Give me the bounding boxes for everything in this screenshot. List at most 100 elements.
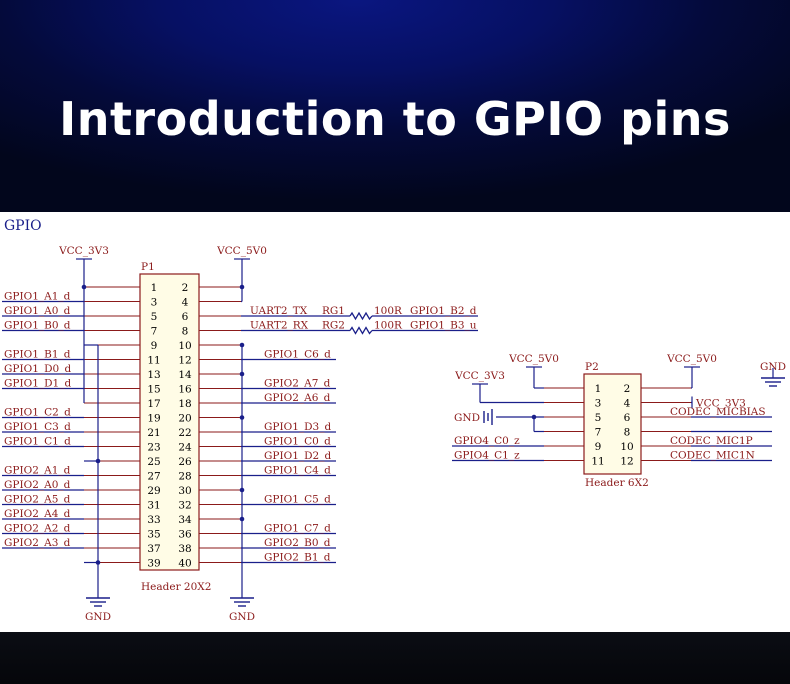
pin-number: 10 bbox=[178, 340, 191, 352]
pin-number: 24 bbox=[178, 442, 192, 454]
net-label: GPIO1_D1_d bbox=[4, 378, 71, 390]
net-label: RG1 bbox=[322, 305, 345, 317]
pin-number: 20 bbox=[178, 413, 191, 425]
net-label: GPIO2_A3_d bbox=[4, 537, 71, 549]
pin-number: 23 bbox=[147, 442, 160, 454]
net-label: GPIO1_C7_d bbox=[264, 523, 331, 535]
net-label: GPIO2_A5_d bbox=[4, 494, 71, 506]
pin-number: 9 bbox=[595, 441, 602, 453]
power-label: VCC_3V3 bbox=[695, 398, 746, 410]
net-label: GPIO1_A1_d bbox=[4, 291, 71, 303]
power-label: VCC_5V0 bbox=[508, 353, 559, 365]
pin-number: 5 bbox=[595, 412, 602, 424]
net-label: CODEC_MIC1N bbox=[670, 450, 755, 462]
page-title: Introduction to GPIO pins bbox=[59, 92, 731, 146]
power-label: VCC_3V3 bbox=[454, 370, 505, 382]
gnd-label: GND bbox=[85, 611, 111, 623]
junction-dot bbox=[81, 284, 87, 290]
net-label: GPIO4_C1_z bbox=[454, 450, 520, 462]
pin-number: 34 bbox=[178, 514, 192, 526]
pin-number: 4 bbox=[182, 297, 189, 309]
net-label: GPIO1_D3_d bbox=[264, 421, 331, 433]
pin-number: 22 bbox=[178, 427, 191, 439]
pin-number: 5 bbox=[151, 311, 158, 323]
net-label: GPIO1_B2_d bbox=[410, 305, 477, 317]
net-label: GPIO1_C5_d bbox=[264, 494, 331, 506]
section-label: GPIO bbox=[4, 218, 42, 234]
pin-number: 13 bbox=[147, 369, 160, 381]
footer-bar bbox=[0, 632, 790, 684]
net-label: CODEC_MICBIAS bbox=[670, 406, 766, 418]
pin-number: 18 bbox=[178, 398, 191, 410]
net-label: GPIO1_C1_d bbox=[4, 436, 71, 448]
pin-number: 40 bbox=[178, 558, 191, 570]
pin-number: 3 bbox=[151, 297, 158, 309]
pin-number: 7 bbox=[595, 427, 602, 439]
pin-number: 15 bbox=[147, 384, 160, 396]
junction-dot bbox=[531, 414, 537, 420]
net-label: GPIO1_C2_d bbox=[4, 407, 71, 419]
pin-number: 16 bbox=[178, 384, 192, 396]
title-banner: Introduction to GPIO pins bbox=[0, 0, 790, 212]
net-label: GPIO1_C6_d bbox=[264, 349, 331, 361]
pin-number: 25 bbox=[147, 456, 160, 468]
pin-number: 21 bbox=[147, 427, 160, 439]
pin-number: 35 bbox=[147, 529, 160, 541]
net-label: 100R bbox=[374, 305, 403, 317]
pin-number: 9 bbox=[151, 340, 158, 352]
pin-number: 37 bbox=[147, 543, 160, 555]
pin-number: 36 bbox=[178, 529, 192, 541]
pin-number: 14 bbox=[178, 369, 192, 381]
gnd-label: GND bbox=[454, 412, 480, 424]
net-label: GPIO2_B1_d bbox=[264, 552, 331, 564]
gnd-label: GND bbox=[760, 361, 786, 373]
pin-number: 12 bbox=[620, 456, 633, 468]
pin-number: 33 bbox=[147, 514, 160, 526]
pin-number: 19 bbox=[147, 413, 160, 425]
net-label: GPIO2_A1_d bbox=[4, 465, 71, 477]
net-label: RG2 bbox=[322, 320, 345, 332]
pin-number: 1 bbox=[151, 282, 158, 294]
resistor bbox=[349, 311, 373, 321]
pin-number: 11 bbox=[147, 355, 160, 367]
junction-dot bbox=[239, 284, 245, 290]
pin-number: 6 bbox=[624, 412, 631, 424]
resistor bbox=[349, 326, 373, 335]
p2-footprint: Header 6X2 bbox=[585, 477, 649, 489]
pin-number: 4 bbox=[624, 398, 631, 410]
net-label: GPIO1_B0_d bbox=[4, 320, 71, 332]
p1-footprint: Header 20X2 bbox=[141, 581, 211, 593]
pin-number: 8 bbox=[182, 326, 189, 338]
net-label: GPIO1_C0_d bbox=[264, 436, 331, 448]
net-label: GPIO1_D0_d bbox=[4, 363, 71, 375]
power-label: VCC_5V0 bbox=[666, 353, 717, 365]
net-label: GPIO1_D2_d bbox=[264, 450, 331, 462]
gnd-label: GND bbox=[229, 611, 255, 623]
net-label: GPIO1_C3_d bbox=[4, 421, 71, 433]
pin-number: 12 bbox=[178, 355, 191, 367]
pin-number: 26 bbox=[178, 456, 192, 468]
power-label: VCC_5V0 bbox=[216, 245, 267, 257]
net-label: 100R bbox=[374, 320, 403, 332]
pin-number: 2 bbox=[182, 282, 189, 294]
pin-number: 3 bbox=[595, 398, 602, 410]
pin-number: 39 bbox=[147, 558, 160, 570]
net-label: GPIO2_A6_d bbox=[264, 392, 331, 404]
net-label: UART2_TX bbox=[250, 305, 308, 317]
pin-number: 32 bbox=[178, 500, 191, 512]
pin-number: 2 bbox=[624, 383, 631, 395]
pin-number: 8 bbox=[624, 427, 631, 439]
net-label: GPIO1_B1_d bbox=[4, 349, 71, 361]
pin-number: 11 bbox=[591, 456, 604, 468]
pin-number: 27 bbox=[147, 471, 160, 483]
pin-number: 17 bbox=[147, 398, 160, 410]
pin-number: 38 bbox=[178, 543, 191, 555]
p1-body bbox=[139, 273, 200, 571]
net-label: GPIO1_C4_d bbox=[264, 465, 331, 477]
p2-body bbox=[583, 373, 642, 475]
pin-number: 30 bbox=[178, 485, 191, 497]
p1-ref: P1 bbox=[141, 261, 155, 273]
p2-ref: P2 bbox=[585, 361, 599, 373]
